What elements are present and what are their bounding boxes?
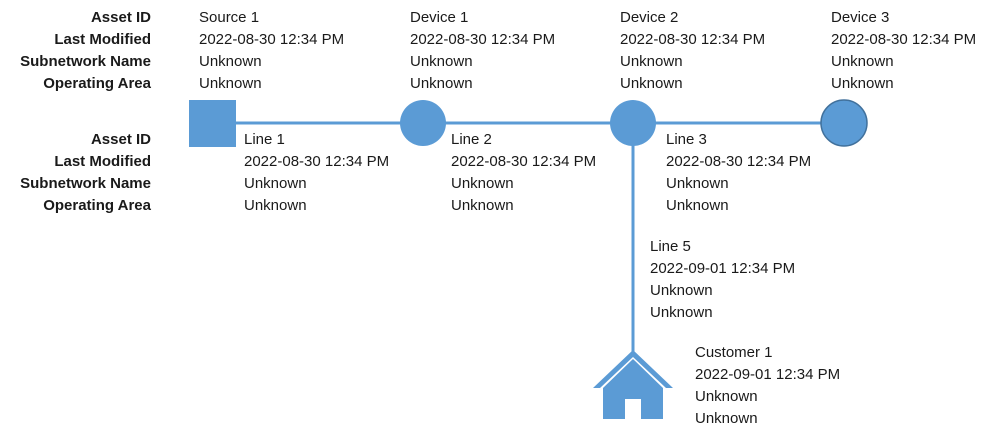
last-modified-label: Last Modified — [54, 31, 151, 48]
subnetwork-name: Unknown — [451, 175, 514, 192]
subnetwork-name: Unknown — [650, 282, 713, 299]
device-1-info: Device 1 2022-08-30 12:34 PM Unknown Unk… — [410, 7, 555, 95]
operating-area: Unknown — [451, 197, 514, 214]
operating-area: Unknown — [650, 304, 713, 321]
asset-id: Line 5 — [650, 238, 691, 255]
last-modified: 2022-09-01 12:34 PM — [650, 260, 796, 277]
last-modified: 2022-08-30 12:34 PM — [620, 31, 766, 48]
asset-id-label: Asset ID — [90, 131, 151, 148]
operating-area-label: Operating Area — [43, 197, 151, 214]
asset-id: Device 3 — [831, 9, 890, 26]
last-modified-label: Last Modified — [54, 153, 151, 170]
subnetwork-name: Unknown — [199, 53, 262, 70]
device-2-info: Device 2 2022-08-30 12:34 PM Unknown Unk… — [620, 7, 765, 95]
asset-id: Device 1 — [410, 9, 469, 26]
device-3-symbol[interactable] — [820, 99, 868, 147]
source-1-symbol[interactable] — [189, 100, 236, 147]
device-3-info: Device 3 2022-08-30 12:34 PM Unknown Unk… — [831, 7, 976, 95]
last-modified: 2022-09-01 12:34 PM — [695, 366, 841, 383]
operating-area: Unknown — [199, 75, 262, 92]
operating-area: Unknown — [620, 75, 683, 92]
subnetwork-name-label: Subnetwork Name — [20, 175, 151, 192]
line-3-info: Line 3 2022-08-30 12:34 PM Unknown Unkno… — [666, 129, 811, 217]
operating-area: Unknown — [695, 410, 758, 427]
subnetwork-name: Unknown — [410, 53, 473, 70]
node-field-labels: Asset ID Last Modified Subnetwork Name O… — [20, 7, 151, 95]
last-modified: 2022-08-30 12:34 PM — [831, 31, 977, 48]
last-modified: 2022-08-30 12:34 PM — [666, 153, 812, 170]
subnetwork-name: Unknown — [666, 175, 729, 192]
customer-1-info: Customer 1 2022-09-01 12:34 PM Unknown U… — [695, 342, 840, 430]
last-modified: 2022-08-30 12:34 PM — [244, 153, 390, 170]
asset-id: Source 1 — [199, 9, 260, 26]
line-field-labels: Asset ID Last Modified Subnetwork Name O… — [20, 129, 151, 217]
operating-area: Unknown — [831, 75, 894, 92]
operating-area-label: Operating Area — [43, 75, 151, 92]
last-modified: 2022-08-30 12:34 PM — [410, 31, 556, 48]
asset-id: Line 3 — [666, 131, 707, 148]
subnetwork-name: Unknown — [620, 53, 683, 70]
asset-id: Line 2 — [451, 131, 492, 148]
subnetwork-name: Unknown — [244, 175, 307, 192]
subnetwork-name: Unknown — [831, 53, 894, 70]
asset-id-label: Asset ID — [90, 9, 151, 26]
line-5-info: Line 5 2022-09-01 12:34 PM Unknown Unkno… — [650, 236, 795, 324]
asset-id: Line 1 — [244, 131, 285, 148]
line-2-info: Line 2 2022-08-30 12:34 PM Unknown Unkno… — [451, 129, 596, 217]
customer-1-house-icon[interactable] — [593, 350, 673, 419]
operating-area: Unknown — [410, 75, 473, 92]
line-1-info: Line 1 2022-08-30 12:34 PM Unknown Unkno… — [244, 129, 389, 217]
operating-area: Unknown — [666, 197, 729, 214]
device-1-symbol[interactable] — [400, 100, 446, 146]
operating-area: Unknown — [244, 197, 307, 214]
last-modified: 2022-08-30 12:34 PM — [199, 31, 345, 48]
asset-id: Customer 1 — [695, 344, 773, 361]
last-modified: 2022-08-30 12:34 PM — [451, 153, 597, 170]
subnetwork-name: Unknown — [695, 388, 758, 405]
subnetwork-name-label: Subnetwork Name — [20, 53, 151, 70]
asset-id: Device 2 — [620, 9, 679, 26]
device-2-symbol[interactable] — [610, 100, 656, 146]
source-1-info: Source 1 2022-08-30 12:34 PM Unknown Unk… — [199, 7, 344, 95]
